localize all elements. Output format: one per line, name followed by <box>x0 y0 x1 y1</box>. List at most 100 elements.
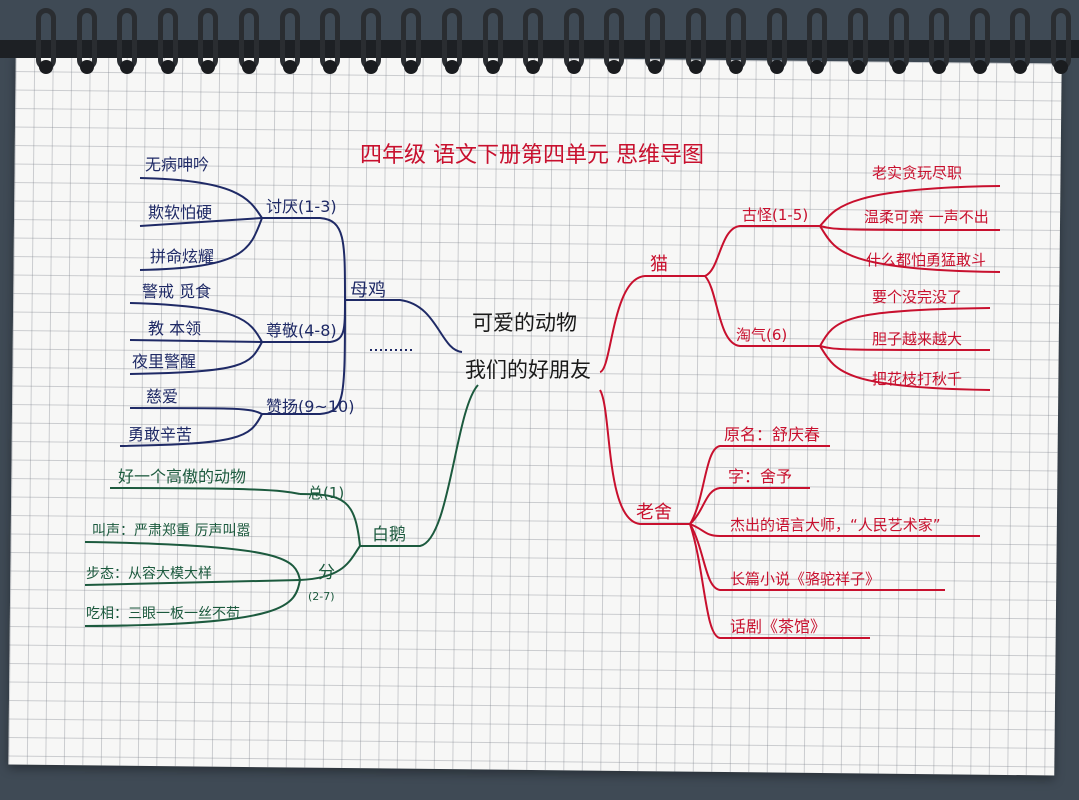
fen-item-2: 步态：从容大模大样 <box>86 565 212 582</box>
binding-hole <box>1013 60 1028 74</box>
taoyan-item-2: 欺软怕硬 <box>148 203 212 222</box>
hen-node: 母鸡 <box>350 280 386 301</box>
hen-branch-lines <box>119 177 463 447</box>
line-zanyang-item-2 <box>119 413 263 447</box>
binding-hole <box>810 60 825 74</box>
guguai-item-2: 温柔可亲 一声不出 <box>864 208 989 226</box>
line-guguai-item-2 <box>819 225 1001 231</box>
zunjing-item-2: 教 本领 <box>148 319 201 338</box>
line-fen-item-3 <box>84 579 301 627</box>
binding-hole <box>445 60 459 74</box>
binding-hole <box>891 60 906 74</box>
binding-hole <box>851 60 865 74</box>
line-taoyan-item-2 <box>139 217 263 227</box>
line-laoshe-item-5 <box>689 523 870 639</box>
fen-item-1: 叫声：严肃郑重 厉声叫嚣 <box>92 523 250 539</box>
line-laoshe-item-1 <box>689 445 830 525</box>
line-taoyan-item-1 <box>139 177 263 219</box>
zong-node: 总(1) <box>308 484 344 502</box>
binding-hole <box>363 60 378 74</box>
taoqi-node: 淘气(6) <box>736 326 787 344</box>
line-guguai-item-1 <box>819 185 1001 227</box>
line-hen-to-zanyang <box>262 299 346 415</box>
line-goose-to-fen <box>299 545 361 581</box>
line-zunjing-item-2 <box>129 339 263 343</box>
laoshe-item-1: 原名：舒庆春 <box>724 425 820 444</box>
binding-hole <box>404 60 419 74</box>
binding-hole <box>120 60 135 74</box>
binding-hole <box>769 60 784 74</box>
binding-hole <box>39 60 53 74</box>
binding-hole <box>932 60 947 74</box>
line-zanyang-item-1 <box>129 407 263 415</box>
line-laoshe-item-2 <box>689 487 810 525</box>
fen-range: (2-7) <box>308 590 335 603</box>
zong-item: 好一个高傲的动物 <box>118 467 246 486</box>
taoyan-item-1: 无病呻吟 <box>145 155 209 174</box>
line-guguai-item-3 <box>819 225 1001 273</box>
line-hen-to-taoyan <box>262 217 346 301</box>
center-line-1: 可爱的动物 <box>472 311 577 335</box>
line-cat-to-guguai <box>704 225 820 277</box>
line-zong-item <box>109 487 301 495</box>
line-goose-to-zong <box>299 493 361 547</box>
binding-hole <box>1054 60 1068 74</box>
line-fen-item-2 <box>84 579 301 586</box>
zunjing-item-3: 夜里警醒 <box>132 352 196 371</box>
zanyang-item-1: 慈爱 <box>146 387 178 406</box>
line-fen-item-1 <box>84 541 301 581</box>
line-laoshe-item-4 <box>689 523 945 591</box>
zanyang-item-2: 勇敢辛苦 <box>128 425 192 444</box>
taoqi-item-1: 要个没完没了 <box>872 288 962 306</box>
center-line-2: 我们的好朋友 <box>465 358 591 382</box>
laoshe-item-2: 字：舍予 <box>728 467 792 486</box>
fen-node: 分 <box>318 563 335 583</box>
cat-node: 猫 <box>650 254 668 275</box>
binding-hole <box>282 60 297 74</box>
cat-branch-lines <box>599 185 1001 639</box>
binding-hole <box>729 60 744 74</box>
binding-hole <box>242 60 256 74</box>
binding-hole <box>323 60 338 74</box>
line-cat-to-taoqi <box>704 275 820 347</box>
line-center-to-hen <box>345 299 463 353</box>
zunjing-node: 尊敬(4-8) <box>266 321 337 340</box>
line-center-to-goose <box>360 384 479 547</box>
zanyang-node: 赞扬(9~10) <box>266 397 354 416</box>
laoshe-item-3: 杰出的语言大师，“人民艺术家” <box>730 516 941 534</box>
line-laoshe-item-3 <box>689 523 980 537</box>
line-center-to-laoshe <box>599 389 690 525</box>
goose-node: 白鹅 <box>372 525 406 545</box>
line-zunjing-item-3 <box>129 341 263 375</box>
binding-hole <box>607 60 622 74</box>
line-taoqi-item-1 <box>819 307 991 347</box>
laoshe-item-4: 长篇小说《骆驼祥子》 <box>730 570 880 588</box>
taoyan-item-3: 拼命炫耀 <box>150 247 214 266</box>
taoqi-item-3: 把花枝打秋千 <box>872 370 962 388</box>
binding-hole <box>201 60 216 74</box>
binding-hole <box>160 60 175 74</box>
zunjing-item-1: 警戒 觅食 <box>142 282 211 301</box>
line-zunjing-item-1 <box>129 302 263 343</box>
line-center-to-cat <box>599 275 705 373</box>
laoshe-node: 老舍 <box>636 502 672 523</box>
binding-hole <box>566 60 581 74</box>
binding-hole <box>526 60 541 74</box>
binding-hole <box>972 60 987 74</box>
binding-hole <box>688 60 703 74</box>
binding-hole <box>79 60 94 74</box>
taoyan-node: 讨厌(1-3) <box>266 197 337 216</box>
guguai-item-1: 老实贪玩尽职 <box>872 164 962 182</box>
guguai-item-3: 什么都怕勇猛敢斗 <box>866 251 986 269</box>
goose-branch-lines <box>84 384 479 627</box>
line-taoyan-item-3 <box>139 217 263 271</box>
line-taoqi-item-3 <box>819 345 991 391</box>
line-taoqi-item-2 <box>819 345 991 351</box>
mindmap-title: 四年级 语文下册第四单元 思维导图 <box>360 143 704 168</box>
binding-hole <box>485 60 500 74</box>
laoshe-item-5: 话剧《茶馆》 <box>730 617 826 636</box>
taoqi-item-2: 胆子越来越大 <box>872 330 962 348</box>
guguai-node: 古怪(1-5) <box>742 206 808 224</box>
fen-item-3: 吃相：三眼一板一丝不苟 <box>86 605 240 622</box>
